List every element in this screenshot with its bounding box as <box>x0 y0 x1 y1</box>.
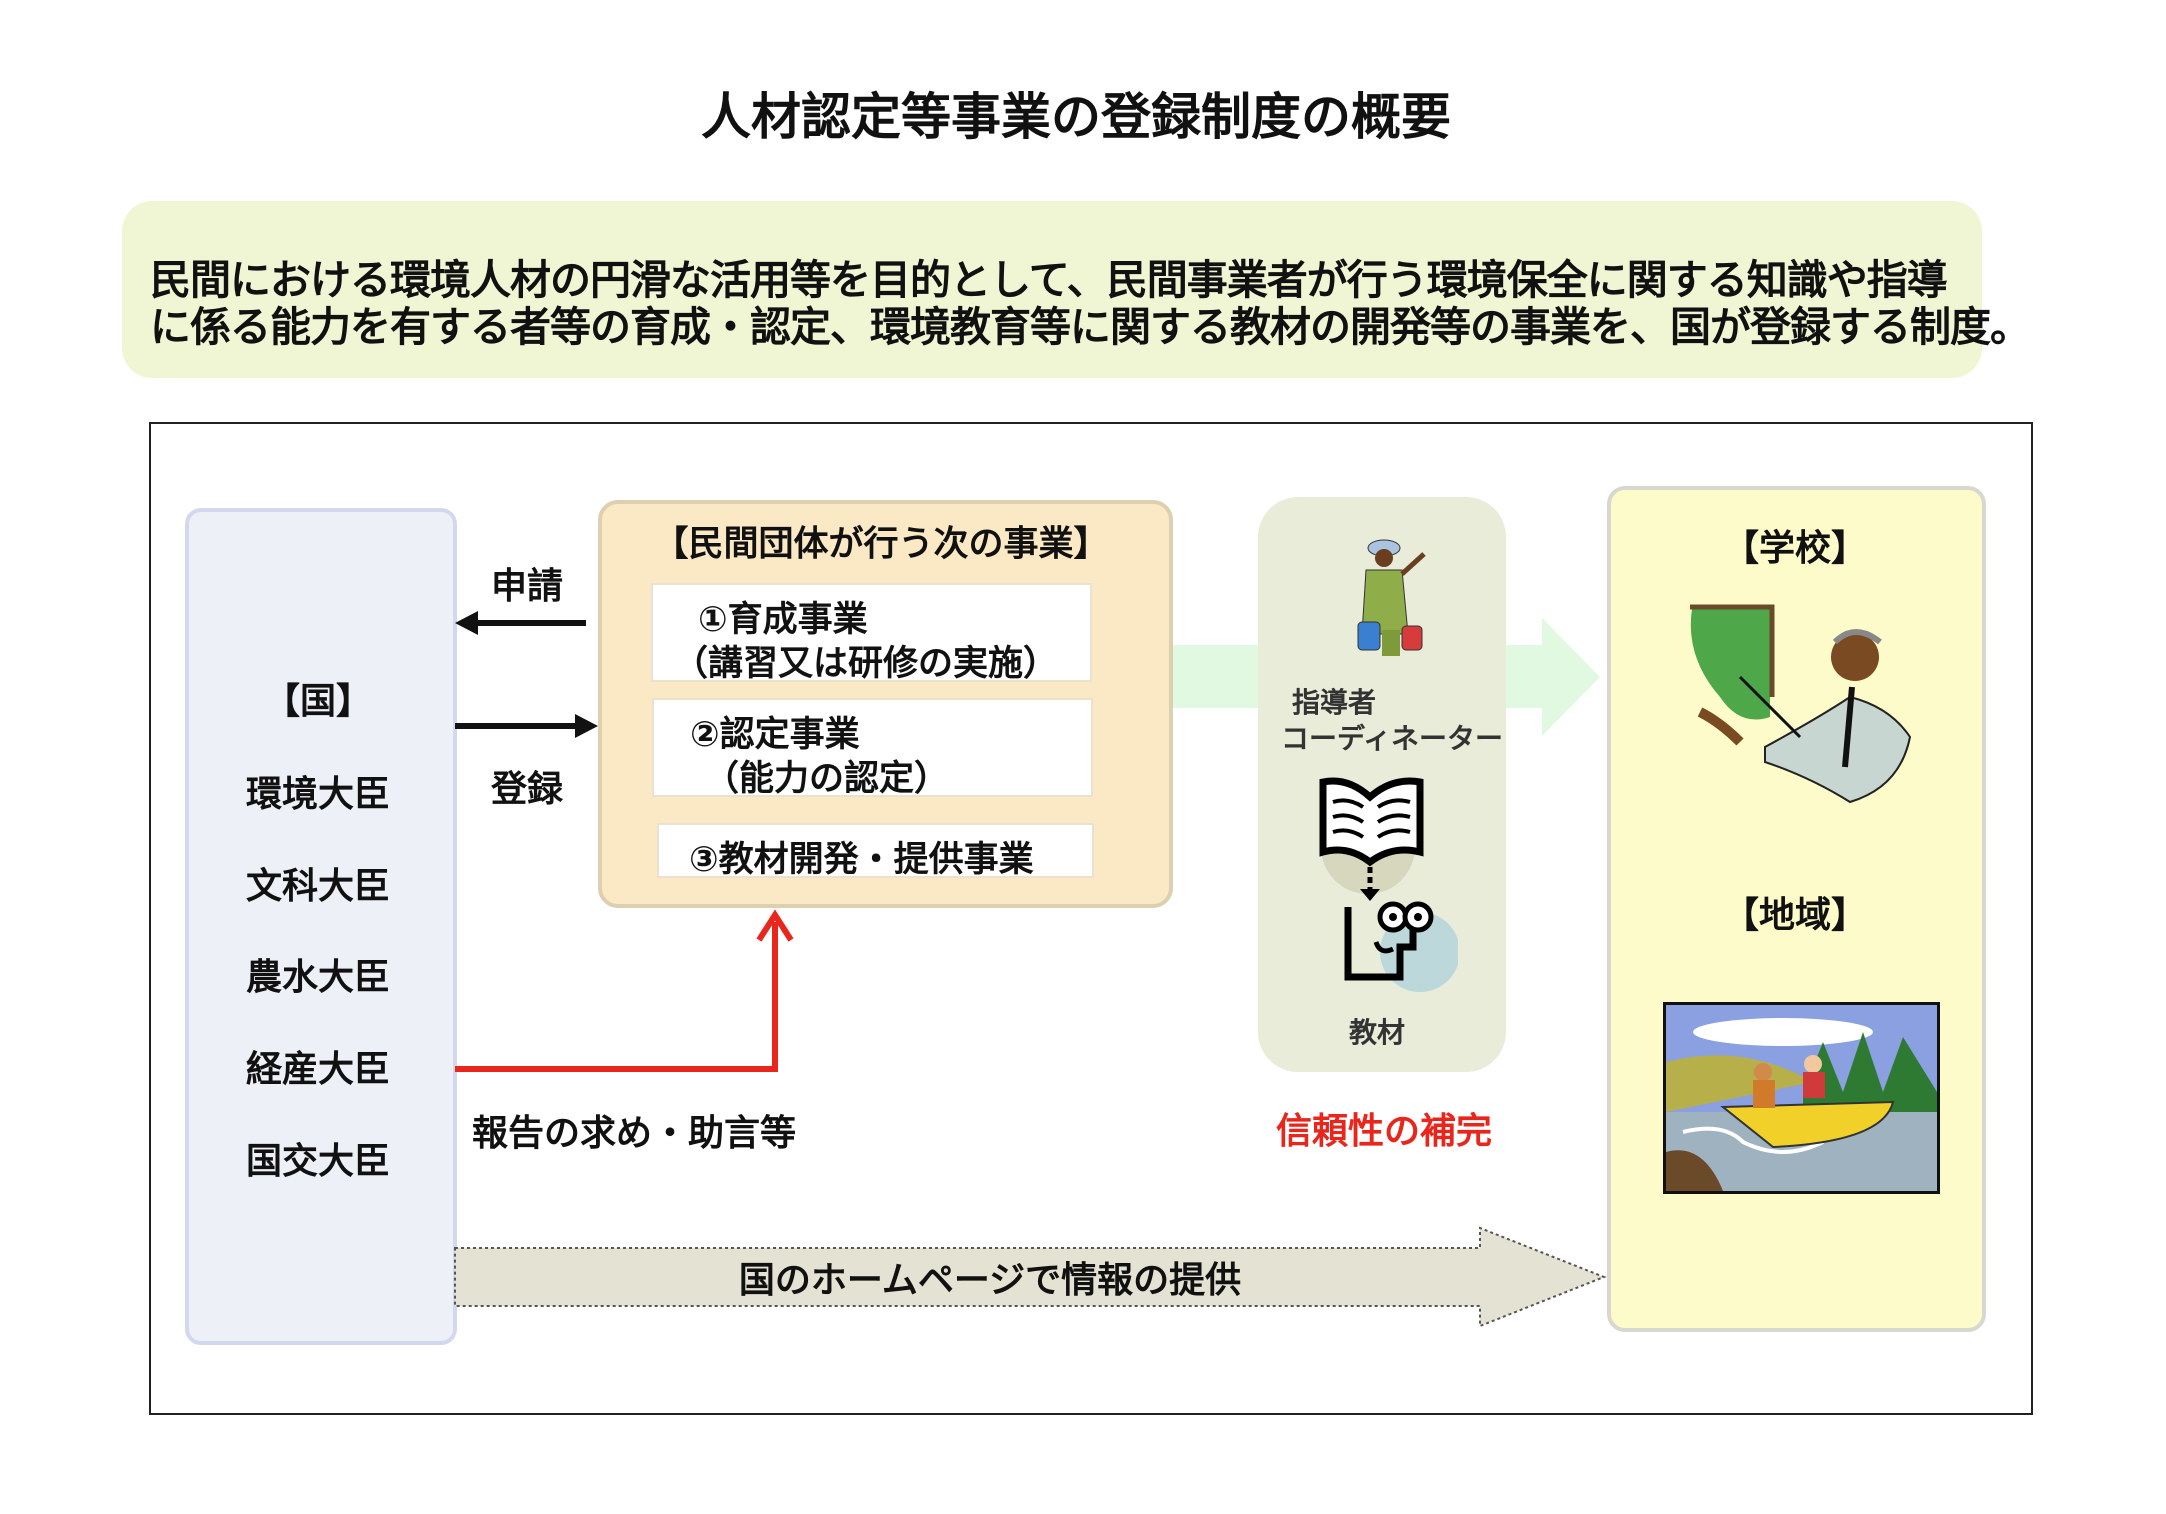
coordinator-label: コーディネーター <box>1280 722 1504 755</box>
report-label: 報告の求め・助言等 <box>472 1113 797 1154</box>
minister-education: 文科大臣 <box>245 866 391 907</box>
intro-line-1: 民間における環境人材の円滑な活用等を目的として、民間事業者が行う環境保全に関する… <box>150 256 1948 304</box>
business-item-detail: （能力の認定） <box>704 759 950 799</box>
page-title: 人材認定等事業の登録制度の概要 <box>701 88 1451 146</box>
registration-label: 登録 <box>490 769 564 810</box>
intro-line-2: に係る能力を有する者等の育成・認定、環境教育等に関する教材の開発等の事業を、国が… <box>150 303 2031 351</box>
private-heading: 【民間団体が行う次の事業】 <box>653 524 1109 565</box>
country-heading: 【国】 <box>263 681 373 722</box>
teacher-illustration <box>1690 604 1912 804</box>
minister-environment: 環境大臣 <box>245 774 391 815</box>
business-item-materials: ③教材開発・提供事業 <box>657 823 1094 880</box>
business-item-detail: （講習又は研修の実施） <box>673 644 1059 684</box>
teaching-materials-icon <box>1319 777 1458 992</box>
minister-land: 国交大臣 <box>245 1141 391 1182</box>
guide-person-icon <box>1357 539 1426 656</box>
diagram-frame <box>149 422 2033 1415</box>
country-box <box>185 508 457 1345</box>
reliability-label: 信頼性の補完 <box>1275 1111 1493 1152</box>
business-item-title: ③教材開発・提供事業 <box>689 840 1034 880</box>
business-item-training: ①育成事業 （講習又は研修の実施） <box>651 583 1092 684</box>
minister-economy: 経産大臣 <box>245 1049 391 1090</box>
minister-agriculture: 農水大臣 <box>245 957 391 998</box>
materials-label: 教材 <box>1348 1016 1406 1049</box>
leader-label: 指導者 <box>1291 686 1377 719</box>
homepage-arrow <box>454 1226 1607 1328</box>
canoe-illustration <box>1663 1002 1940 1194</box>
community-label: 【地域】 <box>1722 895 1868 936</box>
school-label: 【学校】 <box>1722 528 1868 569</box>
business-item-title: ②認定事業 <box>690 715 860 755</box>
intro-box <box>122 201 1982 378</box>
report-arrow <box>455 922 778 1072</box>
homepage-label: 国のホームページで情報の提供 <box>738 1260 1242 1301</box>
application-label: 申請 <box>490 566 564 607</box>
business-item-certification: ②認定事業 （能力の認定） <box>652 698 1093 799</box>
business-item-title: ①育成事業 <box>698 600 868 640</box>
